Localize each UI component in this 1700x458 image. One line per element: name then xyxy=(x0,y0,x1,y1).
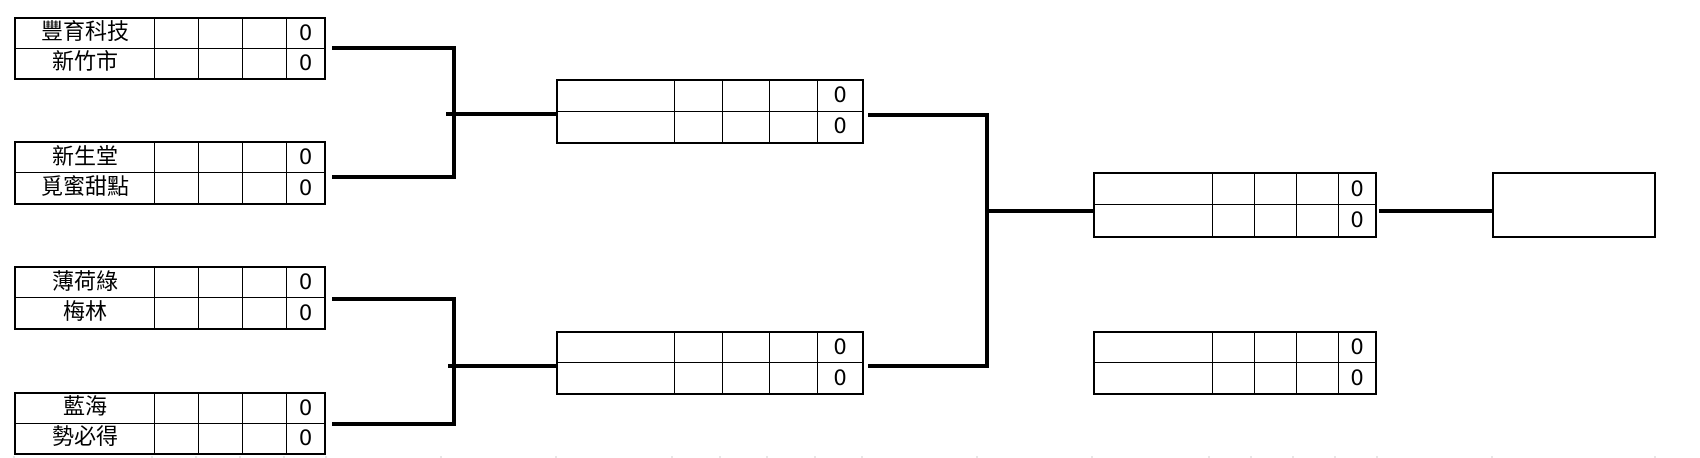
score-cell xyxy=(198,268,242,297)
match-r1-2: 新生堂 0 覓蜜甜點 0 xyxy=(14,141,326,205)
score-cell xyxy=(198,423,242,453)
total-score: 0 xyxy=(286,298,324,328)
team-name: 新竹市 xyxy=(51,50,118,76)
sheet-gridline-ticks xyxy=(13,456,1656,458)
team-name xyxy=(1095,333,1212,362)
total-score: 0 xyxy=(286,423,324,453)
score-cell xyxy=(1212,333,1254,362)
score-cell xyxy=(198,19,242,48)
total-score: 0 xyxy=(1338,333,1375,362)
total-score: 0 xyxy=(286,268,324,297)
score-cell xyxy=(198,48,242,78)
score-cell xyxy=(1296,205,1338,236)
team-name: 勢必得 xyxy=(51,425,118,451)
match-r1-1: 豐育科技 0 新竹市 0 xyxy=(14,17,326,80)
score-cell xyxy=(242,19,286,48)
score-cell xyxy=(1296,174,1338,204)
score-cell xyxy=(722,81,769,111)
score-cell xyxy=(1212,363,1254,393)
match-third-place: 0 0 xyxy=(1093,331,1377,395)
champion-box xyxy=(1492,172,1656,238)
score-cell xyxy=(242,143,286,172)
score-cell xyxy=(1254,363,1296,393)
total-score: 0 xyxy=(286,143,324,172)
score-cell xyxy=(674,363,722,393)
score-cell xyxy=(1254,205,1296,236)
score-cell xyxy=(1254,174,1296,204)
match-r1-3: 薄荷綠 0 梅林 0 xyxy=(14,266,326,330)
score-cell xyxy=(769,333,817,362)
team-name xyxy=(558,333,674,362)
match-semifinal-2: 0 0 xyxy=(556,331,864,395)
total-score: 0 xyxy=(817,111,862,142)
team-name: 藍海 xyxy=(62,395,107,421)
match-semifinal-1: 0 0 xyxy=(556,79,864,144)
total-score: 0 xyxy=(817,81,862,111)
team-name: 梅林 xyxy=(62,300,107,325)
team-name xyxy=(1095,174,1212,204)
total-score: 0 xyxy=(286,48,324,78)
score-cell xyxy=(1296,363,1338,393)
score-cell xyxy=(198,394,242,423)
total-score: 0 xyxy=(286,394,324,423)
score-cell xyxy=(242,394,286,423)
score-cell xyxy=(198,173,242,203)
score-cell xyxy=(154,298,198,328)
score-cell xyxy=(154,394,198,423)
team-name: 豐育科技 xyxy=(40,20,129,46)
champion-name xyxy=(1494,174,1654,236)
total-score: 0 xyxy=(817,333,862,362)
score-cell xyxy=(242,298,286,328)
score-cell xyxy=(154,423,198,453)
score-cell xyxy=(674,111,722,142)
score-cell xyxy=(1296,333,1338,362)
score-cell xyxy=(154,48,198,78)
total-score: 0 xyxy=(1338,174,1375,204)
total-score: 0 xyxy=(817,363,862,393)
score-cell xyxy=(674,81,722,111)
total-score: 0 xyxy=(286,19,324,48)
team-name xyxy=(1095,205,1212,236)
score-cell xyxy=(722,363,769,393)
match-r1-4: 藍海 0 勢必得 0 xyxy=(14,392,326,455)
score-cell xyxy=(198,298,242,328)
total-score: 0 xyxy=(1338,363,1375,393)
team-name: 覓蜜甜點 xyxy=(40,175,129,200)
team-name xyxy=(558,363,674,393)
score-cell xyxy=(154,19,198,48)
score-cell xyxy=(242,268,286,297)
score-cell xyxy=(722,333,769,362)
score-cell xyxy=(769,81,817,111)
score-cell xyxy=(154,143,198,172)
score-cell xyxy=(1254,333,1296,362)
score-cell xyxy=(242,173,286,203)
match-final: 0 0 xyxy=(1093,172,1377,238)
team-name xyxy=(558,81,674,111)
score-cell xyxy=(198,143,242,172)
score-cell xyxy=(769,111,817,142)
score-cell xyxy=(242,423,286,453)
score-cell xyxy=(1212,174,1254,204)
team-name: 新生堂 xyxy=(51,144,118,170)
team-name: 薄荷綠 xyxy=(51,269,118,295)
score-cell xyxy=(1212,205,1254,236)
total-score: 0 xyxy=(1338,205,1375,236)
team-name xyxy=(1095,363,1212,393)
score-cell xyxy=(674,333,722,362)
score-cell xyxy=(154,268,198,297)
score-cell xyxy=(242,48,286,78)
total-score: 0 xyxy=(286,173,324,203)
team-name xyxy=(558,112,674,143)
score-cell xyxy=(769,363,817,393)
score-cell xyxy=(722,111,769,142)
score-cell xyxy=(154,173,198,203)
